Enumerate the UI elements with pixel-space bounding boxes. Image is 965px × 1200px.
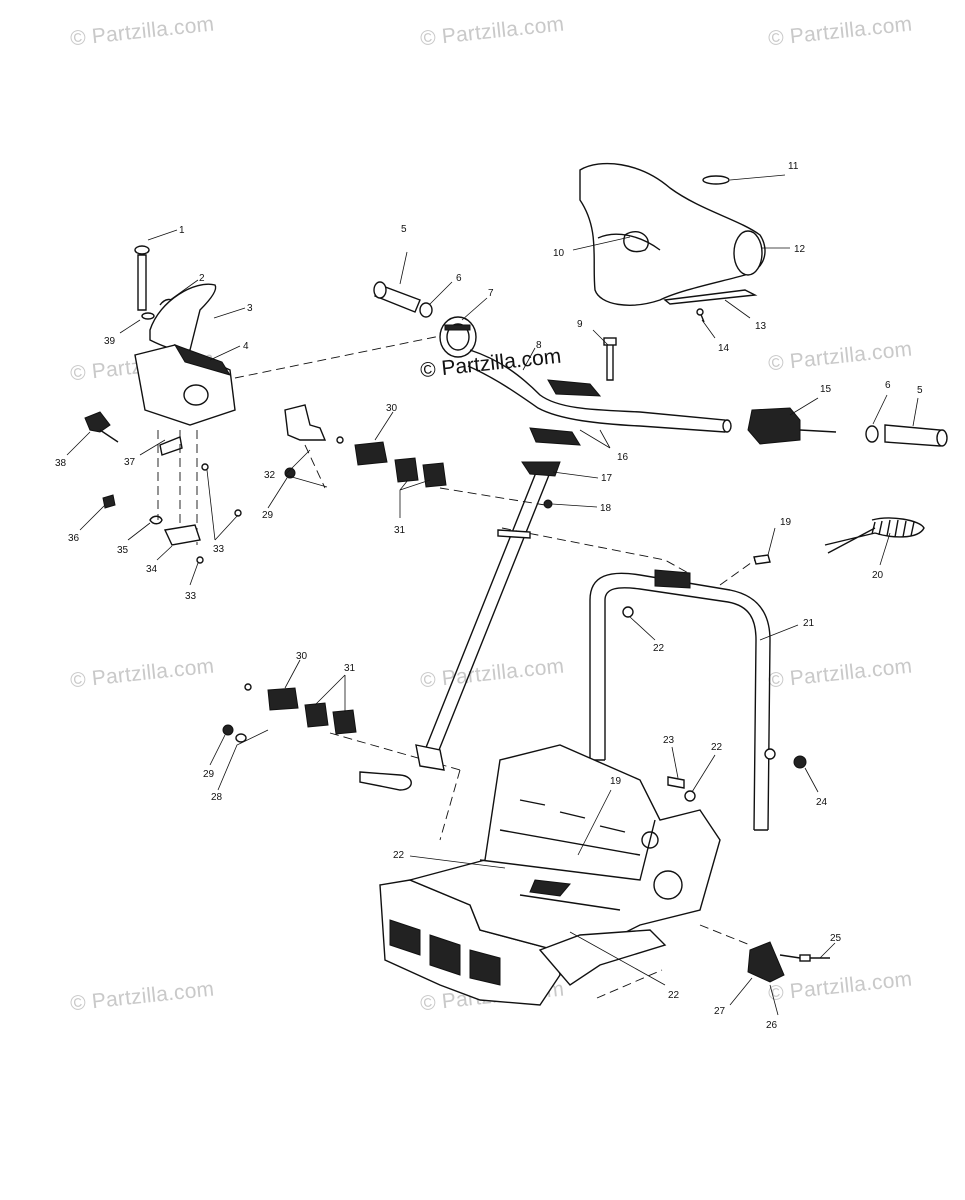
callout-22a: 22 xyxy=(653,643,665,654)
callout-5: 5 xyxy=(401,224,407,235)
callout-27: 27 xyxy=(714,1006,726,1017)
callout-7: 7 xyxy=(488,288,494,299)
bar-clamp xyxy=(529,337,617,446)
callout-4: 4 xyxy=(243,341,249,352)
callout-37: 37 xyxy=(124,457,136,468)
callout-30b: 30 xyxy=(296,651,308,662)
right-control xyxy=(747,407,948,447)
bushing-group-upper xyxy=(284,404,447,488)
callout-5b: 5 xyxy=(917,385,923,396)
callout-39: 39 xyxy=(104,336,116,347)
callout-18: 18 xyxy=(600,503,612,514)
assembly-lines xyxy=(157,334,756,999)
callout-15: 15 xyxy=(820,384,832,395)
callout-19: 19 xyxy=(780,517,792,528)
callout-6b: 6 xyxy=(885,380,891,391)
leader-lines xyxy=(66,174,919,1016)
callout-16: 16 xyxy=(617,452,629,463)
callout-8: 8 xyxy=(536,340,542,351)
handlebar xyxy=(467,349,732,433)
wiring-harness xyxy=(824,517,925,554)
nut-18 xyxy=(543,499,553,509)
callout-29a: 29 xyxy=(262,510,274,521)
callout-3: 3 xyxy=(247,303,253,314)
steering-column xyxy=(359,461,561,791)
callout-9: 9 xyxy=(577,319,583,330)
callout-24: 24 xyxy=(816,797,828,808)
callout-1: 1 xyxy=(179,225,185,236)
callout-19b: 19 xyxy=(610,776,622,787)
callout-22b: 22 xyxy=(711,742,723,753)
callout-13: 13 xyxy=(755,321,767,332)
callout-labels: 1 2 3 4 5 6 7 8 9 10 11 12 13 14 15 6 5 … xyxy=(55,161,923,1031)
callout-31b: 31 xyxy=(344,663,356,674)
callout-22c: 22 xyxy=(393,850,405,861)
callout-36: 36 xyxy=(68,533,80,544)
callout-32: 32 xyxy=(264,470,276,481)
callout-21: 21 xyxy=(803,618,815,629)
handlebar-pad xyxy=(579,162,766,323)
callout-17: 17 xyxy=(601,473,613,484)
headlight-bracket xyxy=(747,941,830,983)
callout-33a: 33 xyxy=(213,544,225,555)
left-handle-assembly xyxy=(84,245,242,564)
callout-28: 28 xyxy=(211,792,223,803)
callout-14: 14 xyxy=(718,343,730,354)
bushing-group-lower xyxy=(222,683,357,743)
callout-35: 35 xyxy=(117,545,129,556)
throttle-housing xyxy=(439,316,477,358)
callout-11: 11 xyxy=(788,161,799,172)
callout-10: 10 xyxy=(553,248,565,259)
callout-29b: 29 xyxy=(203,769,215,780)
callout-38: 38 xyxy=(55,458,67,469)
callout-26: 26 xyxy=(766,1020,778,1031)
callout-34: 34 xyxy=(146,564,158,575)
callout-23: 23 xyxy=(663,735,675,746)
callout-22d: 22 xyxy=(668,990,680,1001)
callout-20: 20 xyxy=(872,570,884,581)
callout-12: 12 xyxy=(794,244,806,255)
chassis-frame xyxy=(379,744,721,1006)
callout-33b: 33 xyxy=(185,591,197,602)
callout-31a: 31 xyxy=(394,525,406,536)
left-grip xyxy=(373,281,433,318)
callout-25: 25 xyxy=(830,933,842,944)
callout-2: 2 xyxy=(199,273,205,284)
callout-30a: 30 xyxy=(386,403,398,414)
callout-6: 6 xyxy=(456,273,462,284)
